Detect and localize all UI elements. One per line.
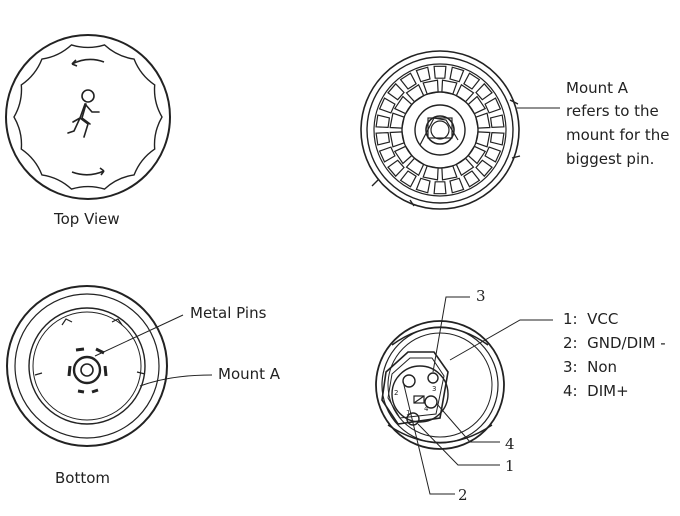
legend-leader-1 bbox=[449, 319, 553, 361]
grille-slot bbox=[455, 83, 475, 103]
legend-number: 4 bbox=[563, 382, 573, 400]
legend-name: VCC bbox=[587, 310, 619, 328]
grille-slot bbox=[441, 165, 458, 181]
mount-a-note-line-4: biggest pin. bbox=[566, 150, 655, 168]
pin-mark-2: 2 bbox=[394, 389, 398, 397]
grille-slot bbox=[475, 112, 491, 129]
grille-slot bbox=[441, 79, 458, 95]
grille-slot bbox=[393, 145, 413, 165]
mount-a-note-line-1: Mount A bbox=[566, 79, 629, 97]
legend-number: 3 bbox=[563, 358, 573, 376]
grille-slot bbox=[455, 157, 475, 177]
top-view-caption: Top View bbox=[54, 210, 120, 228]
grille-slot bbox=[405, 157, 425, 177]
mount-a-leader bbox=[139, 374, 213, 387]
legend-sep: : bbox=[572, 334, 578, 352]
callout-4: 4 bbox=[505, 435, 515, 453]
legend-name: Non bbox=[587, 358, 618, 376]
grille-slot bbox=[489, 114, 505, 129]
grille-slot bbox=[463, 170, 481, 188]
grille-slot bbox=[393, 95, 413, 115]
scalloped-rim bbox=[13, 44, 163, 190]
scallop-edge bbox=[13, 44, 163, 190]
grille-slot bbox=[484, 146, 502, 163]
curved-arrow-icon bbox=[71, 58, 105, 65]
legend-sep: : bbox=[572, 382, 578, 400]
grille-slot bbox=[387, 159, 405, 178]
grille-slot bbox=[449, 177, 465, 194]
legend-sep: : bbox=[572, 358, 578, 376]
mount-a-note-line-3: mount for the bbox=[566, 126, 670, 144]
grille-slot bbox=[467, 145, 487, 165]
legend-number: 1 bbox=[563, 310, 573, 328]
grille-slot bbox=[405, 83, 425, 103]
grille-slot bbox=[422, 79, 439, 95]
grille-slot bbox=[415, 177, 431, 194]
grille-slot bbox=[433, 181, 447, 195]
legend-row-4: 4: DIM+ bbox=[563, 382, 629, 400]
legend-row-1: 1: VCC bbox=[563, 310, 618, 328]
legend-row-3: 3: Non bbox=[563, 358, 617, 376]
legend-number: 2 bbox=[563, 334, 573, 352]
grille-slot bbox=[484, 97, 502, 114]
top-view bbox=[5, 34, 171, 200]
grille-slot bbox=[422, 165, 439, 181]
grille-slot bbox=[375, 131, 391, 146]
grille-slot bbox=[475, 159, 493, 178]
grille-slot bbox=[375, 114, 391, 129]
legend-row-2: 2: GND/DIM - bbox=[563, 334, 666, 352]
legend-name: DIM+ bbox=[587, 382, 629, 400]
pin-mark-1: 1 bbox=[406, 409, 410, 417]
pin-view bbox=[375, 296, 553, 495]
grille-slot bbox=[463, 72, 481, 90]
callout-1: 1 bbox=[505, 457, 515, 475]
legend-sep: : bbox=[572, 310, 578, 328]
mount-a-note-line-2: refers to the bbox=[566, 102, 659, 120]
walking-person-icon bbox=[67, 89, 100, 138]
callout-4-leader bbox=[436, 403, 500, 443]
grille-slot bbox=[399, 72, 417, 90]
legend-name: GND/DIM - bbox=[587, 334, 666, 352]
grille-slot bbox=[378, 146, 396, 163]
callout-3-leader bbox=[432, 296, 470, 373]
metal-pins-leader bbox=[94, 314, 184, 357]
grille-slot bbox=[433, 65, 447, 79]
grille-slot bbox=[475, 131, 491, 148]
callout-1-leader bbox=[417, 423, 500, 466]
grille-slot bbox=[475, 82, 493, 101]
bottom-view bbox=[6, 285, 213, 447]
callout-2: 2 bbox=[458, 486, 468, 504]
mount-view bbox=[360, 50, 560, 210]
grille-slot bbox=[389, 131, 405, 148]
metal-pins-label: Metal Pins bbox=[190, 304, 267, 322]
pin-mark-3: 3 bbox=[432, 385, 436, 393]
grille-slot bbox=[399, 170, 417, 188]
grille-slot bbox=[378, 97, 396, 114]
grille-slot bbox=[389, 112, 405, 129]
grille-slots bbox=[375, 65, 505, 195]
grille-slot bbox=[489, 131, 505, 146]
mount-a-label: Mount A bbox=[218, 365, 281, 383]
grille-slot bbox=[449, 66, 465, 83]
grille-slot bbox=[415, 66, 431, 83]
bottom-caption: Bottom bbox=[55, 469, 111, 487]
grille-slot bbox=[467, 95, 487, 115]
callout-2-leader bbox=[402, 380, 455, 495]
grille-slot bbox=[387, 82, 405, 101]
curved-arrow-icon bbox=[71, 170, 105, 176]
pin-mark-4: 4 bbox=[424, 405, 429, 413]
callout-3: 3 bbox=[476, 287, 486, 305]
